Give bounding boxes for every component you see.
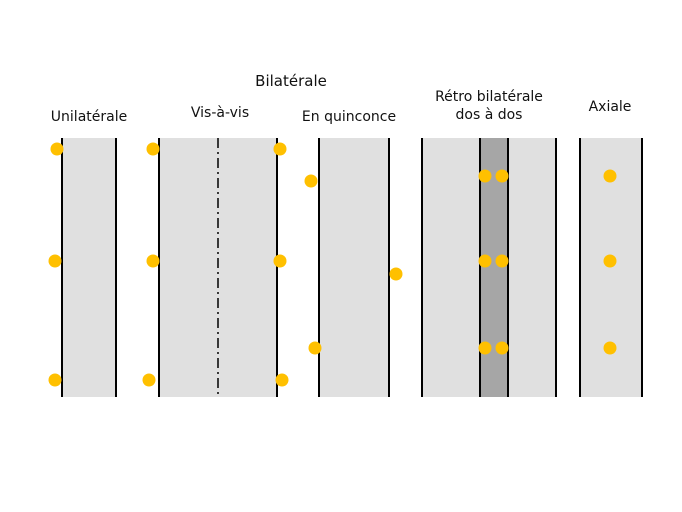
light-point: [495, 169, 509, 183]
label-retro-line2: dos à dos: [455, 107, 523, 123]
road-unilateral: [61, 138, 117, 397]
label-axiale: Axiale: [588, 99, 632, 115]
light-point: [495, 254, 509, 268]
light-point: [48, 373, 62, 387]
light-point: [478, 254, 492, 268]
light-point: [478, 169, 492, 183]
group-title: Bilatérale: [255, 72, 327, 90]
label-vis-a-vis: Vis-à-vis: [190, 105, 250, 121]
light-point: [273, 142, 287, 156]
light-point: [478, 341, 492, 355]
light-point: [146, 142, 160, 156]
light-point: [50, 142, 64, 156]
light-point: [603, 169, 617, 183]
light-point: [146, 254, 160, 268]
lights: [48, 142, 617, 387]
light-point: [304, 174, 318, 188]
light-point: [275, 373, 289, 387]
light-point: [48, 254, 62, 268]
road-vis-a-vis: [158, 138, 278, 397]
light-point: [495, 341, 509, 355]
light-point: [603, 341, 617, 355]
light-point: [603, 254, 617, 268]
label-retro: Rétro bilatérale dos à dos: [435, 88, 543, 124]
label-unilateral: Unilatérale: [50, 109, 128, 125]
light-point: [308, 341, 322, 355]
light-point: [142, 373, 156, 387]
road-quinconce: [318, 138, 390, 397]
label-retro-line1: Rétro bilatérale: [435, 89, 543, 105]
light-point: [389, 267, 403, 281]
label-quinconce: En quinconce: [301, 109, 397, 125]
light-point: [273, 254, 287, 268]
